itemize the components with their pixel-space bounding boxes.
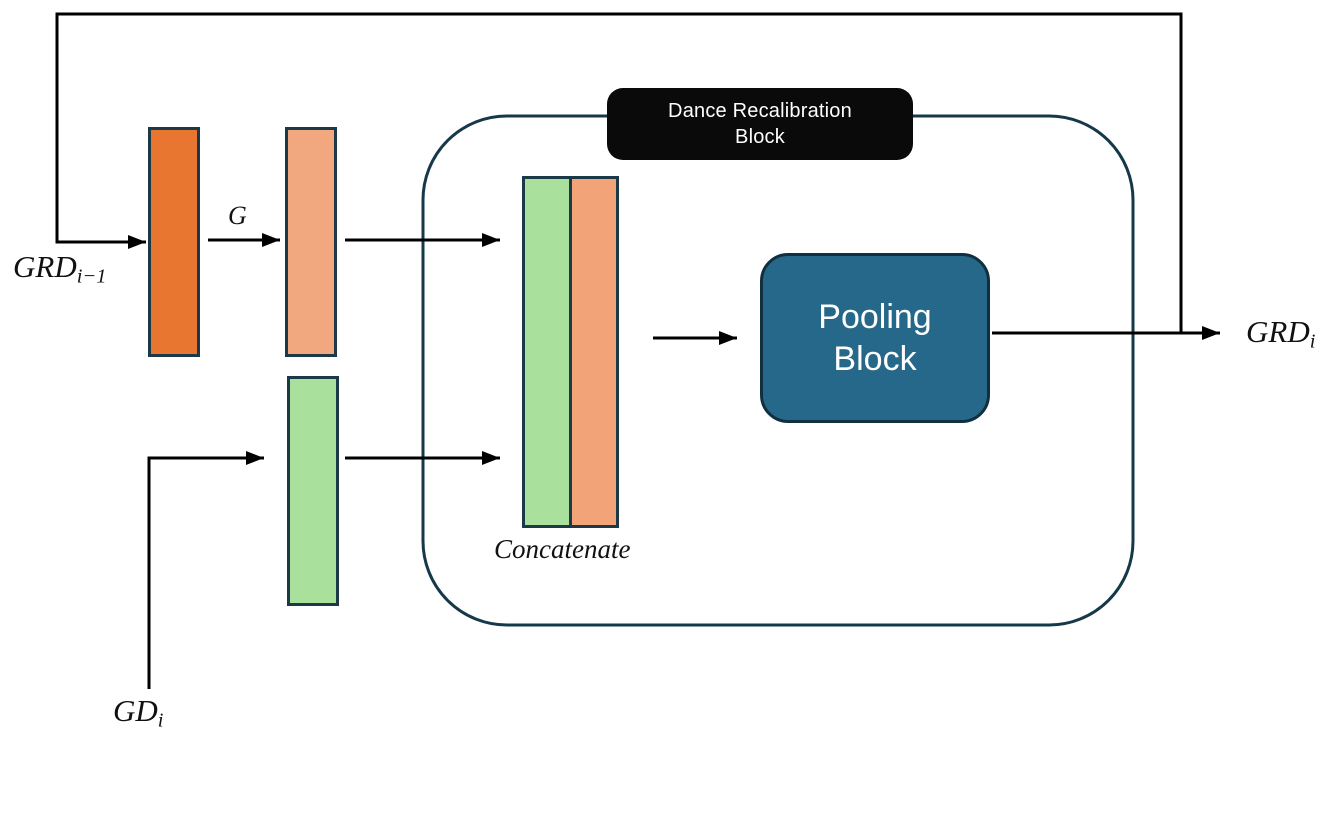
concatenated-bars [522, 176, 619, 528]
gd-sub: i [157, 709, 164, 732]
concat-green-bar [522, 176, 572, 528]
gd-bar [287, 376, 339, 606]
grd-out-base: GRD [1246, 314, 1310, 349]
pooling-line2: Block [833, 340, 917, 378]
g-function-label: G [228, 201, 247, 231]
pooling-line1: Pooling [818, 298, 932, 336]
title-line2: Block [735, 126, 785, 148]
grd-output-label: GRDi [1246, 314, 1316, 353]
grd-prev-label: GRDi−1 [13, 249, 107, 288]
feedback-loop-line [55, 12, 1183, 332]
transformed-grd-bar [285, 127, 337, 357]
grd-prev-bar [148, 127, 200, 357]
gd-input-arrow [147, 451, 264, 689]
g-function-text: G [228, 201, 247, 230]
grd-out-sub: i [1309, 330, 1316, 353]
concat-orange-bar [569, 176, 619, 528]
grd-prev-sub: i−1 [76, 265, 107, 288]
dance-recalibration-block-title: Dance Recalibration Block [607, 88, 913, 160]
pooling-block: Pooling Block [760, 253, 990, 423]
gd-input-label: GDi [113, 693, 164, 732]
concatenate-label: Concatenate [494, 534, 630, 565]
gd-base: GD [113, 693, 158, 728]
grd-prev-base: GRD [13, 249, 77, 284]
title-line1: Dance Recalibration [668, 100, 852, 122]
concatenate-text: Concatenate [494, 534, 631, 564]
